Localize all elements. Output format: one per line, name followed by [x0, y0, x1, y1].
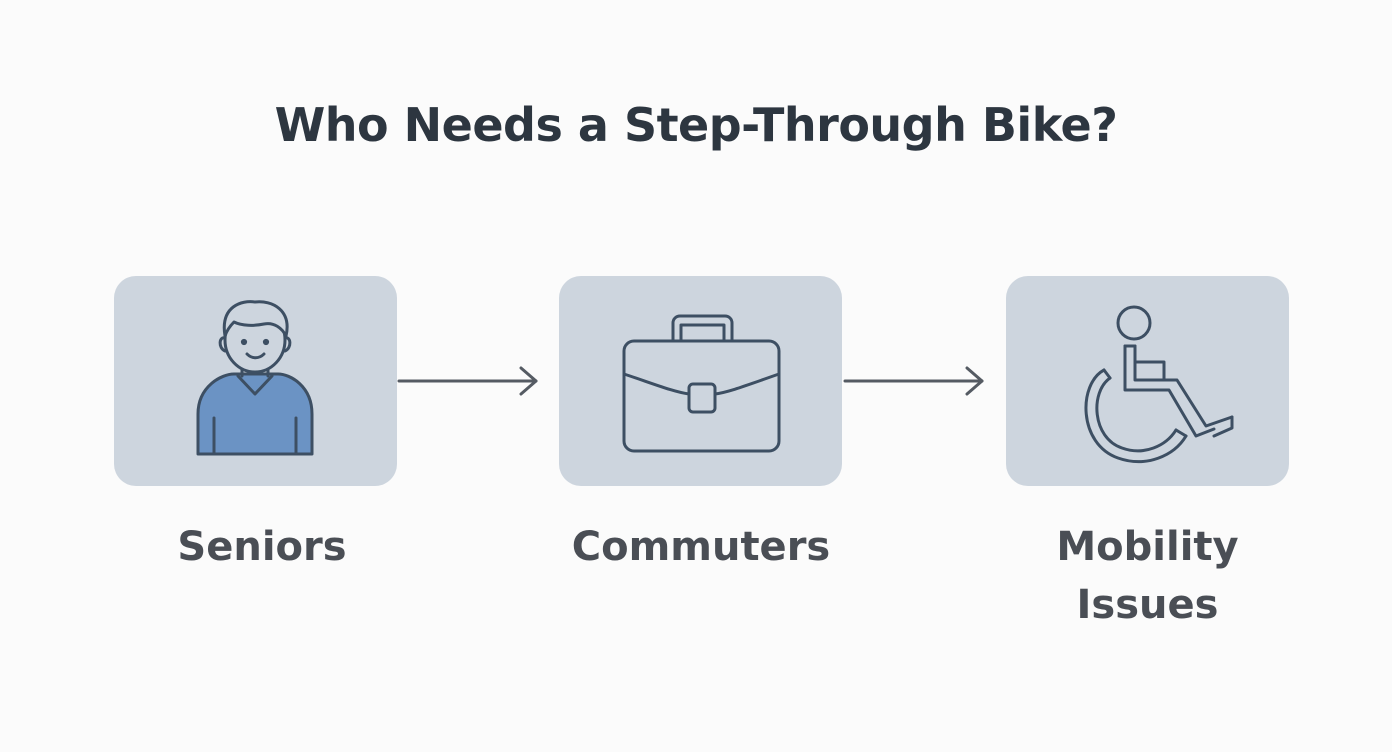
label-line: Issues	[1076, 582, 1219, 628]
senior-person-icon	[196, 300, 314, 456]
page-title: Who Needs a Step-Through Bike?	[274, 98, 1118, 152]
card-commuters	[559, 276, 842, 486]
arrow-right-icon	[843, 366, 984, 396]
label-seniors: Seniors	[177, 524, 347, 570]
wheelchair-icon	[1084, 305, 1234, 463]
card-seniors	[114, 276, 397, 486]
label-commuters: Commuters	[571, 524, 831, 570]
label-line: Mobility	[1056, 524, 1239, 570]
briefcase-icon	[622, 314, 781, 453]
card-mobility-issues	[1006, 276, 1289, 486]
arrow-right-icon	[397, 366, 538, 396]
label-mobility-issues: Mobility Issues	[1006, 518, 1289, 634]
